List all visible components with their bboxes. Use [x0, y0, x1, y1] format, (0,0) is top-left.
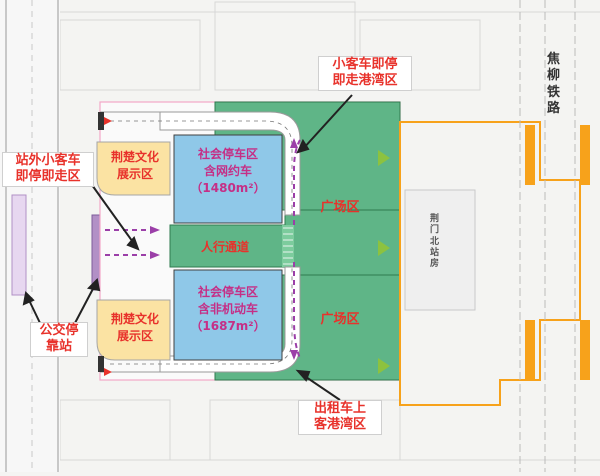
- station-inner-box: [404, 189, 476, 311]
- station-building: [399, 121, 581, 406]
- station-name-label: 荆门北站房: [430, 214, 440, 269]
- road-name-label: 焦柳铁路: [547, 52, 561, 116]
- culture-zones: [96, 141, 171, 361]
- culture-zone-top-label: 荆楚文化 展示区: [110, 150, 159, 181]
- culture-zone-bottom-label: 荆楚文化 展示区: [110, 312, 159, 343]
- taxi-callout: 出租车上 客港湾区: [298, 400, 382, 435]
- parking-top-label: 社会停车区 含网约车 （1480m²）: [190, 147, 266, 195]
- background-buildings: [0, 1, 600, 461]
- plaza-arrow-icon-bottom: [378, 358, 390, 374]
- entrance-arrows: [98, 112, 112, 376]
- station-platform: [525, 125, 590, 380]
- plaza-bottom-label: 广场区: [320, 312, 360, 327]
- parking-zones: [173, 134, 283, 361]
- kiss-ride-callout: 小客车即停 即走港湾区: [318, 56, 412, 91]
- lane-dashes: [110, 120, 293, 365]
- plaza-top-label: 广场区: [320, 200, 360, 215]
- pedestrian-label: 人行通道: [200, 240, 249, 254]
- outside-kiss-ride-callout: 站外小客车 即停即走区: [2, 152, 94, 187]
- left-road: [0, 0, 60, 472]
- bus-stop-callout: 公交停 靠站: [30, 322, 88, 357]
- plaza-arrow-icon: [378, 240, 390, 256]
- plaza-arrow-icon-top: [378, 150, 390, 166]
- kiss-and-ride-route: [105, 139, 301, 359]
- parking-bottom-label: 社会停车区 含非机动车 （1687m²）: [190, 285, 266, 333]
- callout-arrows: [22, 94, 353, 401]
- pedestrian-strip: [169, 224, 286, 268]
